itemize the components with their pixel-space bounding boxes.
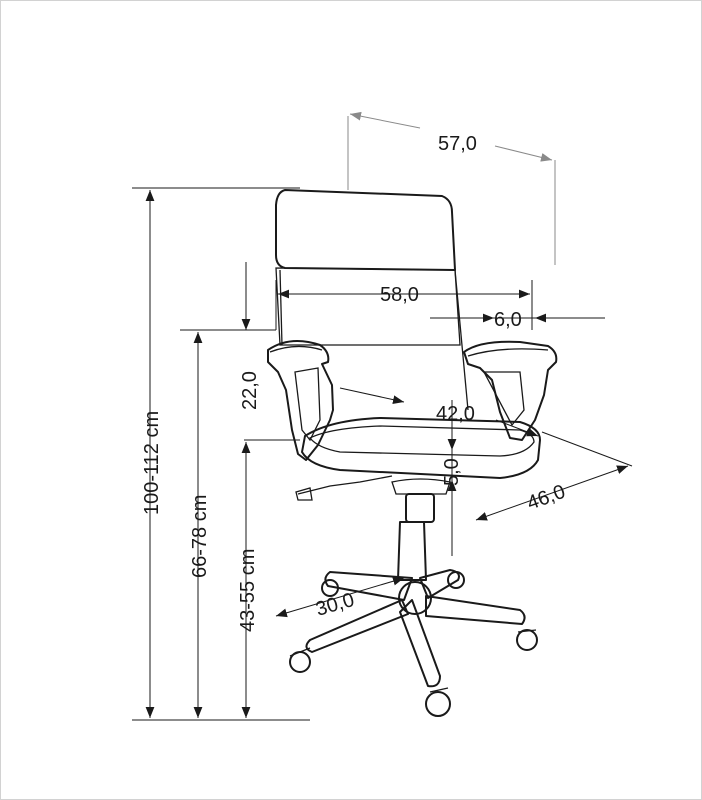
- chair-illustration: [267, 189, 558, 717]
- depth-label: 57,0: [438, 133, 477, 155]
- seat-height-label: 43-55 cm: [237, 549, 259, 632]
- right-armrest: [463, 340, 558, 441]
- seat-width-arrow-right: [495, 419, 539, 437]
- backrest: [275, 189, 456, 271]
- total-height-label: 100-112 cm: [141, 411, 163, 515]
- seat-width-label: 42,0: [436, 403, 475, 425]
- depth-arrow-right: [494, 145, 553, 162]
- seat-thickness-label: 5,0: [441, 458, 463, 486]
- base-radius-arrow: [275, 576, 405, 618]
- seat: [301, 417, 541, 479]
- extension-lines: [132, 116, 633, 721]
- seat-depth-label: 46,0: [524, 481, 568, 515]
- casters: [289, 571, 538, 717]
- height-lever: [297, 475, 393, 495]
- gas-lift-top: [405, 493, 435, 523]
- gas-lift: [397, 521, 427, 581]
- left-armrest: [267, 340, 334, 461]
- seat-depth-arrow: [475, 465, 629, 521]
- backrest-arm-label: 22,0: [239, 371, 261, 410]
- depth-arrow-left: [349, 111, 421, 129]
- seat-width-arrow-left: [339, 387, 405, 404]
- base-radius-label: 30,0: [313, 589, 356, 621]
- armrest-height-label: 66-78 cm: [189, 495, 211, 578]
- backrest-lower: [275, 267, 461, 346]
- base: [305, 569, 526, 688]
- arm-width-label: 58,0: [380, 284, 419, 306]
- dimension-labels: 100-112 cm 66-78 cm 43-55 cm 22,0 57,0 5…: [141, 133, 568, 632]
- arm-pad-label: 6,0: [494, 309, 522, 331]
- dimension-arrows: [145, 111, 629, 718]
